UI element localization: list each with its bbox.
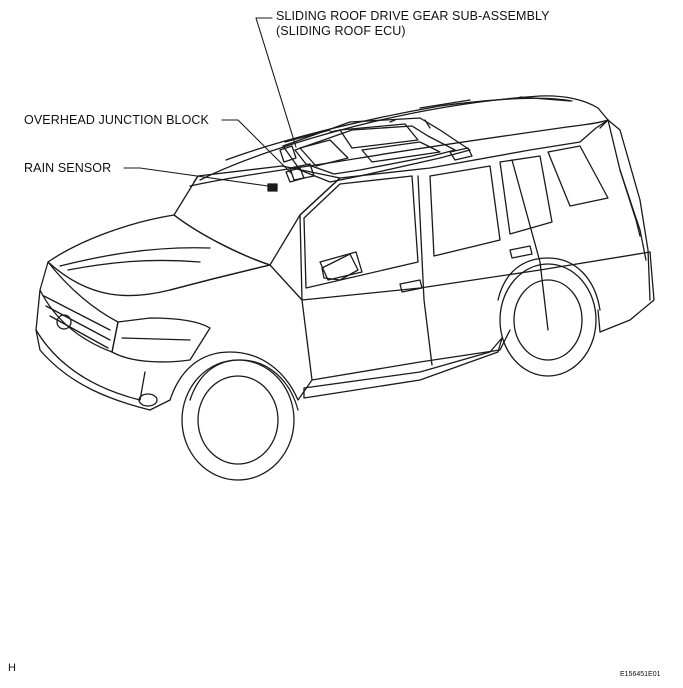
rear-body [597,119,655,333]
view-code: H [8,662,16,674]
running-board [303,337,503,399]
leader-overhead-junction [221,119,293,175]
leader-sliding-roof [255,17,297,148]
side-mirror [319,251,363,281]
leader-lines [123,17,297,187]
rain-sensor-part [267,183,278,192]
front-grille [35,261,158,411]
front-wheel [181,359,299,481]
figure-id: E156451E01 [620,671,661,678]
roof-outline [189,95,609,187]
overhead-junction-part [285,167,305,183]
hood [47,214,271,297]
callout-rain-sensor: RAIN SENSOR [24,161,112,175]
sunroof-frame [279,117,473,183]
rear-wheel [497,257,601,377]
side-windows [303,145,609,289]
callout-sliding-roof-line1: SLIDING ROOF DRIVE GEAR SUB-ASSEMBLY [276,9,550,23]
callout-sliding-roof-line2: (SLIDING ROOF ECU) [276,24,406,38]
windshield [173,165,341,266]
front-fender [149,264,313,411]
headlight [111,317,211,363]
callout-overhead-junction: OVERHEAD JUNCTION BLOCK [24,113,209,127]
doors [321,159,549,366]
leader-rain-sensor [123,167,269,187]
